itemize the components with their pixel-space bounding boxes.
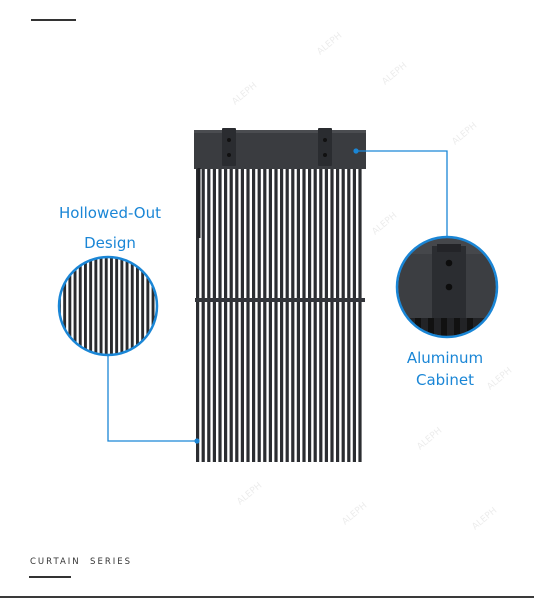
svg-text:ALEPH: ALEPH bbox=[451, 121, 480, 147]
aluminum-cabinet-zoom bbox=[395, 235, 499, 339]
zoom-strip bbox=[141, 258, 145, 354]
led-strip bbox=[319, 168, 323, 462]
led-strip bbox=[280, 168, 284, 462]
zoom-strip bbox=[60, 258, 61, 354]
led-strip bbox=[235, 168, 239, 462]
led-strip bbox=[358, 168, 362, 462]
hollowed-strips-zoom bbox=[57, 255, 159, 357]
footer-divider bbox=[0, 596, 534, 598]
led-strip bbox=[240, 168, 244, 462]
svg-text:ALEPH: ALEPH bbox=[471, 506, 500, 532]
svg-text:ALEPH: ALEPH bbox=[371, 211, 400, 237]
led-strip bbox=[324, 168, 328, 462]
zoom-strip bbox=[78, 258, 82, 354]
svg-text:ALEPH: ALEPH bbox=[341, 501, 370, 527]
led-strip bbox=[246, 168, 250, 462]
svg-text:ALEPH: ALEPH bbox=[316, 31, 345, 57]
zoom-strip bbox=[68, 258, 72, 354]
led-strip bbox=[212, 168, 216, 462]
led-strip bbox=[285, 168, 289, 462]
callout-aluminum-line1: Aluminum bbox=[406, 349, 484, 367]
led-strip bbox=[341, 168, 345, 462]
top-decorative-rule bbox=[31, 19, 76, 21]
led-strip bbox=[302, 168, 306, 462]
callout-aluminum-label: Aluminum Cabinet bbox=[380, 343, 510, 395]
led-strip bbox=[218, 168, 222, 462]
zoom-strip bbox=[94, 258, 98, 354]
zoom-strip bbox=[99, 258, 103, 354]
curtain-panel bbox=[194, 128, 366, 462]
led-strip bbox=[296, 168, 300, 462]
zoom-strip bbox=[63, 258, 67, 354]
zoom-strip bbox=[125, 258, 129, 354]
callout-aluminum-line2: Cabinet bbox=[416, 371, 474, 389]
callout-hollowed-label: Hollowed-Out Design bbox=[40, 198, 180, 258]
led-strip bbox=[336, 168, 340, 462]
zoom-strip bbox=[146, 258, 150, 354]
led-strip bbox=[229, 168, 233, 462]
panel-crossbar bbox=[195, 298, 365, 302]
svg-text:ALEPH: ALEPH bbox=[416, 426, 445, 452]
aluminum-cabinet bbox=[194, 130, 366, 169]
led-strip bbox=[352, 168, 356, 462]
callout-hollowed-line1: Hollowed-Out bbox=[58, 204, 161, 222]
led-strips bbox=[196, 168, 362, 462]
cabinet-bracket-right bbox=[318, 128, 332, 166]
zoom-strip bbox=[115, 258, 119, 354]
led-strip bbox=[347, 168, 351, 462]
zoom-strip bbox=[84, 258, 87, 354]
led-strip bbox=[196, 168, 200, 462]
led-strip bbox=[257, 168, 261, 462]
zoom-strip bbox=[73, 258, 77, 354]
zoom-strip bbox=[110, 258, 113, 354]
led-strip bbox=[268, 168, 272, 462]
led-strip bbox=[207, 168, 211, 462]
callout-lines bbox=[107, 150, 448, 442]
zoom-strip bbox=[130, 258, 134, 354]
callout-dot-strips bbox=[194, 438, 200, 444]
led-strip bbox=[224, 168, 228, 462]
led-strip bbox=[274, 168, 278, 462]
led-strip bbox=[201, 168, 205, 462]
zoom-strip bbox=[104, 258, 108, 354]
cabinet-bracket-left bbox=[222, 128, 236, 166]
led-strip bbox=[252, 168, 256, 462]
svg-text:ALEPH: ALEPH bbox=[236, 481, 265, 507]
led-strip bbox=[263, 168, 267, 462]
led-strip bbox=[291, 168, 295, 462]
zoom-strip bbox=[89, 258, 93, 354]
zoom-strip bbox=[151, 258, 155, 354]
led-strip bbox=[313, 168, 317, 462]
led-strip bbox=[330, 168, 334, 462]
bottom-decorative-rule bbox=[29, 576, 71, 578]
callout-dot-cabinet bbox=[353, 148, 359, 154]
led-strip bbox=[308, 168, 312, 462]
zoom-strip bbox=[120, 258, 124, 354]
zoom-strip bbox=[136, 258, 139, 354]
svg-text:ALEPH: ALEPH bbox=[231, 81, 260, 107]
series-label: CURTAIN SERIES bbox=[30, 557, 133, 567]
svg-text:ALEPH: ALEPH bbox=[381, 61, 410, 87]
callout-hollowed-line2: Design bbox=[84, 234, 136, 252]
